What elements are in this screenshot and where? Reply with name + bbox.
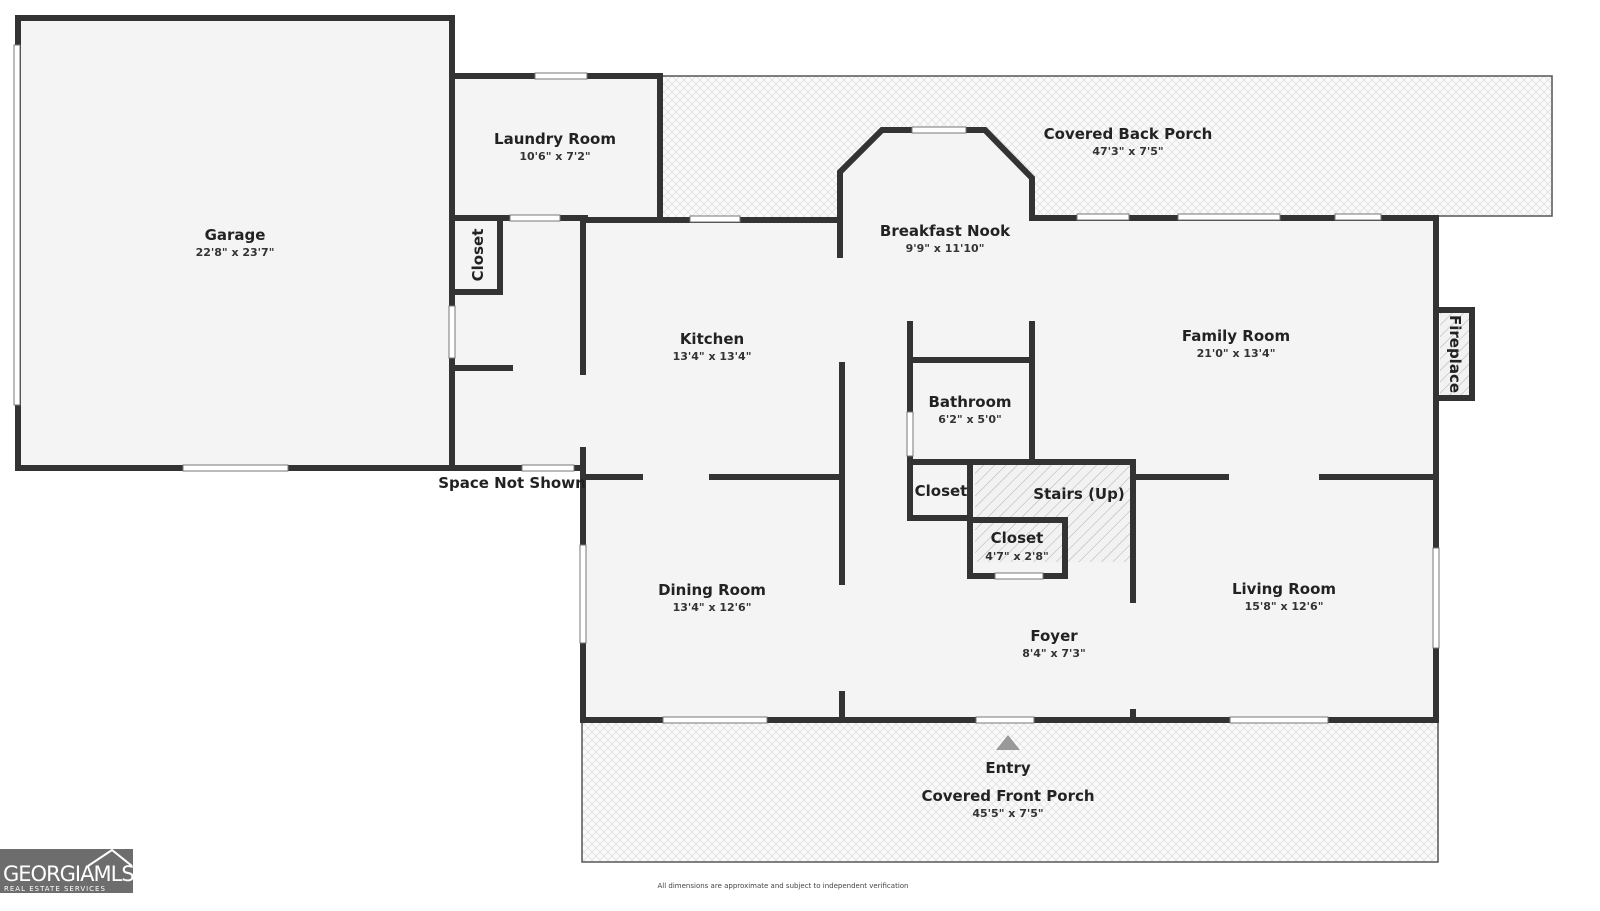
fireplace: Fireplace — [1446, 315, 1464, 393]
room-living: Living Room 15'8" x 12'6" — [1232, 580, 1336, 613]
room-back-porch: Covered Back Porch 47'3" x 7'5" — [1044, 125, 1213, 158]
space-not-shown-label: Space Not Shown — [438, 474, 586, 492]
room-closet-hall-name: Closet — [991, 529, 1044, 547]
room-kitchen-name: Kitchen — [680, 330, 744, 348]
room-stairs: Stairs (Up) — [1033, 485, 1124, 503]
room-bathroom-name: Bathroom — [928, 393, 1011, 411]
room-closet-hall-dim: 4'7" x 2'8" — [985, 550, 1049, 563]
entry-arrow-icon — [996, 735, 1020, 750]
room-foyer-name: Foyer — [1030, 627, 1078, 645]
room-family: Family Room 21'0" x 13'4" — [1182, 327, 1290, 360]
room-foyer: Foyer 8'4" x 7'3" — [1022, 627, 1086, 660]
room-breakfast: Breakfast Nook 9'9" x 11'10" — [880, 222, 1011, 255]
room-garage-name: Garage — [205, 226, 266, 244]
room-closet-small-name: Closet — [915, 482, 968, 500]
room-back-porch-name: Covered Back Porch — [1044, 125, 1213, 143]
room-closet-vertical-name: Closet — [469, 229, 487, 282]
room-kitchen-dim: 13'4" x 13'4" — [673, 350, 752, 363]
georgia-mls-logo: GEORGIAMLS REAL ESTATE SERVICES — [0, 848, 135, 893]
logo-main-text: GEORGIAMLS — [3, 862, 134, 886]
room-back-porch-dim: 47'3" x 7'5" — [1092, 145, 1163, 158]
room-stairs-name: Stairs (Up) — [1033, 485, 1124, 503]
room-bathroom: Bathroom 6'2" x 5'0" — [928, 393, 1011, 426]
room-laundry: Laundry Room 10'6" x 7'2" — [494, 130, 616, 163]
room-garage: Garage 22'8" x 23'7" — [196, 226, 275, 259]
room-closet-small: Closet — [915, 482, 968, 500]
room-dining: Dining Room 13'4" x 12'6" — [658, 581, 766, 614]
room-front-porch-name: Covered Front Porch — [921, 787, 1094, 805]
room-dining-name: Dining Room — [658, 581, 766, 599]
room-front-porch: Covered Front Porch 45'5" x 7'5" — [921, 787, 1094, 820]
room-closet-hall: Closet 4'7" x 2'8" — [985, 529, 1049, 563]
room-family-dim: 21'0" x 13'4" — [1197, 347, 1276, 360]
room-garage-dim: 22'8" x 23'7" — [196, 246, 275, 259]
entry-label: Entry — [985, 759, 1030, 777]
room-laundry-dim: 10'6" x 7'2" — [519, 150, 590, 163]
room-breakfast-name: Breakfast Nook — [880, 222, 1011, 240]
room-kitchen: Kitchen 13'4" x 13'4" — [673, 330, 752, 363]
room-living-name: Living Room — [1232, 580, 1336, 598]
room-family-name: Family Room — [1182, 327, 1290, 345]
fireplace-name: Fireplace — [1446, 315, 1464, 393]
logo-sub-text: REAL ESTATE SERVICES — [4, 885, 106, 893]
room-dining-dim: 13'4" x 12'6" — [673, 601, 752, 614]
room-breakfast-dim: 9'9" x 11'10" — [906, 242, 985, 255]
room-foyer-dim: 8'4" x 7'3" — [1022, 647, 1086, 660]
room-living-dim: 15'8" x 12'6" — [1245, 600, 1324, 613]
floor-fill — [18, 18, 1472, 720]
footer-note: All dimensions are approximate and subje… — [658, 882, 909, 890]
room-bathroom-dim: 6'2" x 5'0" — [938, 413, 1002, 426]
room-closet-vertical: Closet — [469, 229, 487, 282]
room-laundry-name: Laundry Room — [494, 130, 616, 148]
room-front-porch-dim: 45'5" x 7'5" — [972, 807, 1043, 820]
windows — [13, 44, 1440, 724]
